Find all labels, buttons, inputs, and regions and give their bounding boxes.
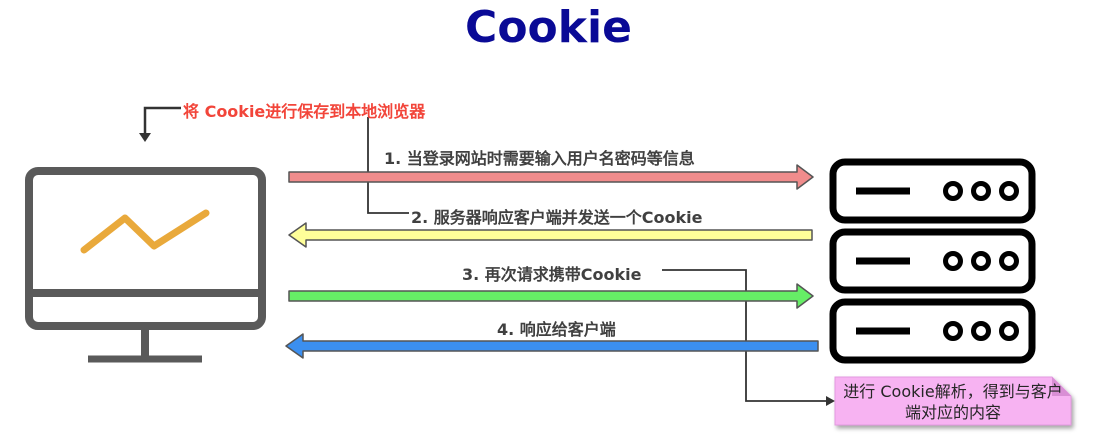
server-rack-icon bbox=[829, 158, 1036, 364]
step2-arrow bbox=[288, 222, 813, 248]
save-note-label: 将 Cookie进行保存到本地浏览器 bbox=[183, 102, 426, 121]
step3-arrow bbox=[288, 283, 814, 309]
step1-arrow bbox=[288, 164, 814, 190]
page-title: Cookie bbox=[465, 2, 632, 53]
step1-label: 1. 当登录网站时需要输入用户名密码等信息 bbox=[384, 149, 695, 168]
step4-label: 4. 响应给客户端 bbox=[497, 320, 616, 339]
step3-label: 3. 再次请求携带Cookie bbox=[462, 265, 642, 284]
save-note-connector bbox=[139, 106, 181, 142]
step3-connector bbox=[662, 269, 835, 406]
desktop-monitor-icon bbox=[25, 167, 266, 363]
line-graph-icon bbox=[80, 209, 210, 254]
cookie-parse-note-text: 进行 Cookie解析，得到与客户端对应的内容 bbox=[843, 382, 1063, 422]
cookie-parse-note bbox=[834, 376, 1072, 426]
step2-label: 2. 服务器响应客户端并发送一个Cookie bbox=[411, 208, 703, 227]
step2-connector bbox=[367, 117, 409, 214]
step4-arrow bbox=[285, 333, 819, 359]
